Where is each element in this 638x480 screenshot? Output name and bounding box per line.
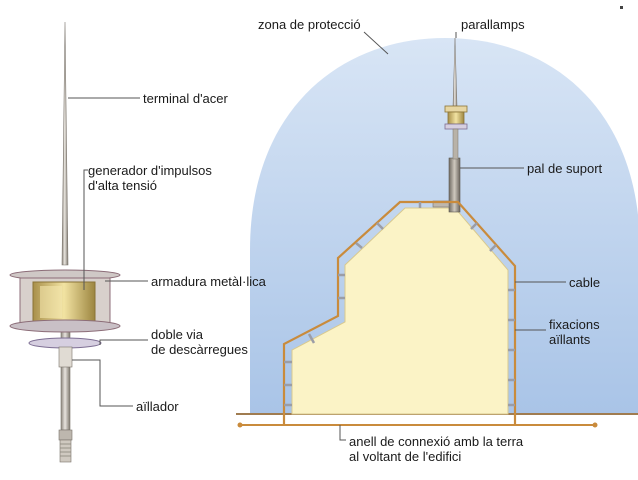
label-double-line2: de descàrregues	[151, 342, 248, 357]
corner-mark	[620, 6, 623, 9]
label-insulator: aïllador	[136, 399, 179, 414]
label-support-mast: pal de suport	[527, 161, 603, 176]
down-cable	[282, 200, 517, 425]
label-earth-ring-line1: anell de connexió amb la terra	[349, 434, 524, 449]
label-lightning-rod: parallamps	[461, 17, 525, 32]
label-generator-line2: d'alta tensió	[88, 178, 157, 193]
building-scene	[236, 37, 638, 428]
rod-base	[58, 429, 73, 441]
label-generator-line1: generador d'impulsos	[88, 163, 212, 178]
label-terminal: terminal d'acer	[143, 91, 228, 106]
ese-rod-detail	[9, 21, 121, 463]
label-fixings-line1: fixacions	[549, 317, 600, 332]
discharge-disk	[28, 337, 102, 349]
label-earth-ring-line2: al voltant de l'edifici	[349, 449, 462, 464]
label-protection-zone: zona de protecció	[258, 17, 361, 32]
steel-terminal	[61, 21, 69, 266]
insulating-fixings	[284, 202, 515, 407]
label-double-line1: doble via	[151, 327, 204, 342]
label-fixings-line2: aïllants	[549, 332, 591, 347]
armature-bottom-disk	[9, 319, 121, 333]
label-armature: armadura metàl·lica	[151, 274, 266, 289]
label-cable: cable	[569, 275, 601, 290]
building	[291, 207, 509, 415]
insulator	[58, 346, 73, 368]
left-leader-lines	[68, 97, 148, 407]
right-leader-lines	[339, 31, 566, 441]
